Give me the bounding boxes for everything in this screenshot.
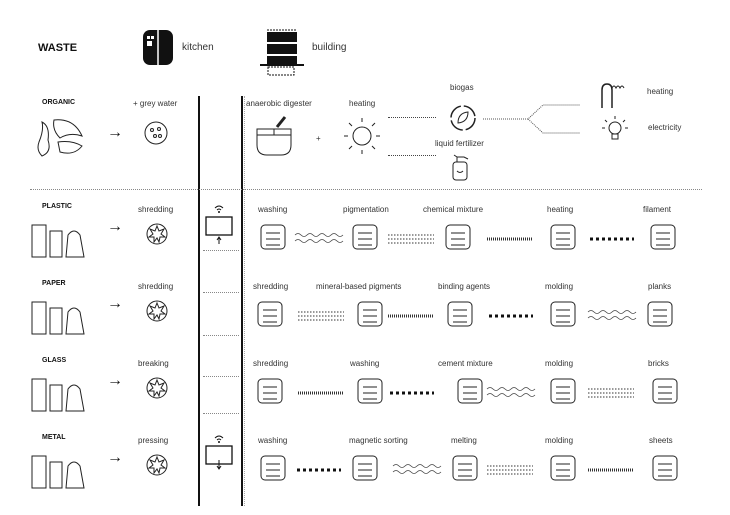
out-heating-label: heating bbox=[647, 87, 674, 96]
shaft-divider bbox=[203, 413, 239, 414]
step-label: cement mixture bbox=[438, 359, 493, 368]
legend-kitchen: kitchen bbox=[182, 42, 214, 53]
arrow-icon: → bbox=[107, 295, 123, 312]
upload-chute-icon bbox=[205, 205, 233, 244]
row-label-metal: METAL bbox=[42, 434, 66, 441]
shaft-divider bbox=[203, 376, 239, 377]
step-label: bricks bbox=[648, 359, 669, 368]
step-label: washing bbox=[258, 436, 288, 445]
spray-bottle-icon bbox=[452, 154, 469, 181]
step-label: heating bbox=[547, 205, 574, 214]
row-label-plastic: PLASTIC bbox=[42, 203, 72, 210]
kitchen-boundary-line bbox=[198, 96, 200, 506]
step-label: molding bbox=[545, 282, 574, 291]
out-electricity-label: electricity bbox=[648, 123, 682, 132]
row-label-paper: PAPER bbox=[42, 280, 66, 287]
step-label: planks bbox=[648, 282, 672, 291]
download-chute-icon bbox=[205, 435, 233, 470]
step-label: shredding bbox=[253, 282, 289, 291]
step-label: binding agents bbox=[438, 282, 491, 291]
sun-icon bbox=[344, 118, 380, 154]
radiator-heating-icon bbox=[601, 83, 625, 108]
organic-label: ORGANIC bbox=[42, 99, 76, 106]
heating-label: heating bbox=[349, 99, 376, 108]
arrow-icon: → bbox=[107, 372, 123, 389]
arrow-icon: → bbox=[107, 124, 123, 141]
step-label: pigmentation bbox=[343, 205, 389, 214]
step-label: melting bbox=[451, 436, 477, 445]
guide-line bbox=[244, 96, 245, 506]
biogas-recycle-icon bbox=[450, 105, 476, 131]
step-label: molding bbox=[545, 436, 574, 445]
shaft-divider bbox=[203, 250, 239, 251]
organic-waste-icon bbox=[37, 119, 83, 157]
connector bbox=[388, 155, 436, 156]
arrow-icon: → bbox=[107, 218, 123, 235]
title: WASTE bbox=[38, 42, 78, 54]
row-label-glass: GLASS bbox=[42, 357, 67, 364]
step-label: washing bbox=[258, 205, 288, 214]
step-label: washing bbox=[350, 359, 380, 368]
digester-label: anaerobic digester bbox=[246, 99, 312, 108]
organic-pre-label: + grey water bbox=[133, 99, 178, 108]
step-label: molding bbox=[545, 359, 574, 368]
organic-divider bbox=[30, 189, 702, 190]
pre-step-label: breaking bbox=[138, 359, 169, 368]
building-boundary-line bbox=[241, 96, 243, 506]
fertilizer-label: liquid fertilizer bbox=[435, 139, 484, 148]
plus-sign: + bbox=[316, 134, 321, 143]
step-label: chemical mixture bbox=[423, 205, 484, 214]
step-label: filament bbox=[643, 205, 672, 214]
step-label: shredding bbox=[253, 359, 289, 368]
pre-step-label: shredding bbox=[138, 282, 174, 291]
arrow-icon: → bbox=[107, 449, 123, 466]
kitchen-icon bbox=[143, 30, 173, 65]
shaft-divider bbox=[203, 292, 239, 293]
step-label: mineral-based pigments bbox=[316, 282, 402, 291]
pre-step-label: shredding bbox=[138, 205, 174, 214]
step-label: magnetic sorting bbox=[349, 436, 408, 445]
branch-connector bbox=[483, 104, 580, 134]
water-drops-icon bbox=[144, 121, 168, 145]
pre-step-label: pressing bbox=[138, 436, 169, 445]
connector bbox=[388, 117, 436, 118]
lightbulb-icon bbox=[602, 116, 628, 140]
legend-building: building bbox=[312, 42, 347, 53]
step-label: sheets bbox=[649, 436, 673, 445]
biogas-label: biogas bbox=[450, 83, 474, 92]
building-icon bbox=[260, 29, 304, 76]
digester-icon bbox=[256, 116, 292, 156]
shaft-divider bbox=[203, 335, 239, 336]
